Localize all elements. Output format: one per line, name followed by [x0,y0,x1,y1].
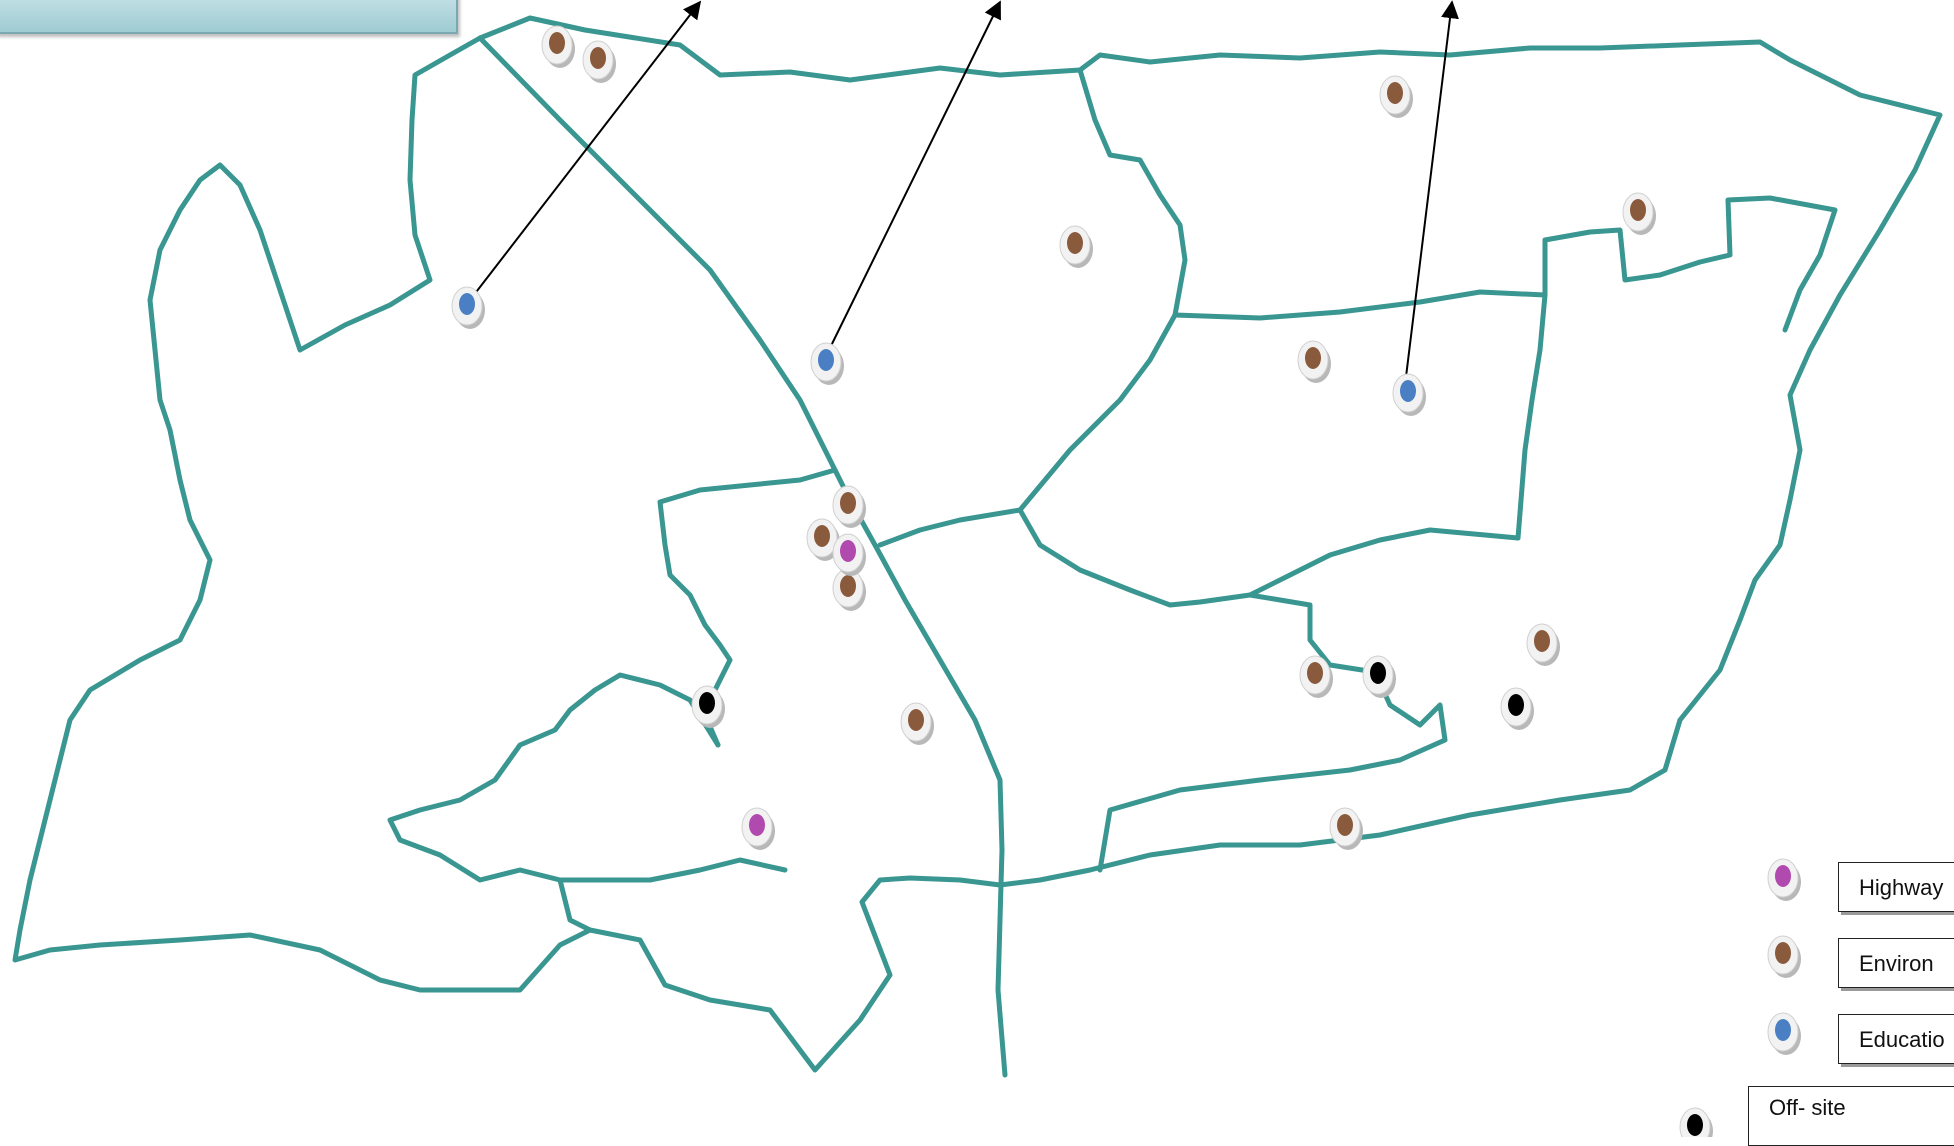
boundary-east-down [1515,292,1548,541]
map-marker-offsite [1362,655,1396,698]
boundary-south-west-2 [387,672,788,883]
boundary-south-west-3 [557,877,593,933]
map-marker-environment [1299,655,1333,698]
boundary-south-west-1 [657,467,838,748]
arrow-2 [827,0,1001,353]
map-marker-environment [900,702,934,745]
legend-icons [1679,858,1801,1137]
map-marker-highways [741,807,775,850]
legend-label-environment: Environ [1859,951,1934,976]
boundary-south-east-inner [1097,592,1448,873]
map-marker-environment [832,485,866,528]
map-title-box [0,0,458,34]
map-marker-environment [1526,623,1560,666]
boundary-diagonal [477,35,1008,1078]
legend-pin-highways [1767,858,1801,901]
map-marker-environment [1379,75,1413,118]
legend-pin-education [1767,1012,1801,1055]
boundary-center-east [877,312,1178,548]
markers-layer [451,25,1656,850]
legend-item-offsite: Off- site [1748,1086,1954,1146]
legend-label-offsite: Off- site [1769,1095,1846,1120]
map-marker-environment [582,40,616,83]
map-marker-offsite [1500,687,1534,730]
legend-pin-offsite [1679,1107,1713,1137]
legend-item-environment: Environ [1838,938,1954,988]
map-marker-offsite [691,685,725,728]
map-marker-education [1392,373,1426,416]
legend-label-education: Educatio [1859,1027,1945,1052]
legend-pin-environment [1767,935,1801,978]
boundary-center-south-east [1017,507,1521,608]
legend-item-highways: Highway [1838,862,1954,912]
arrow-1 [469,0,702,301]
map-marker-education [451,286,485,329]
legend-label-highways: Highway [1859,875,1944,900]
arrow-3 [1404,0,1459,386]
map-marker-environment [1622,192,1656,235]
legend-item-education: Educatio [1838,1014,1954,1064]
map-marker-environment [806,518,840,561]
boundary-north-1 [1077,67,1188,318]
map-marker-environment [1297,340,1331,383]
outer-boundary [12,15,1943,1073]
map-marker-education [810,342,844,385]
boundary-north-2 [1172,289,1548,321]
map-marker-environment [1329,807,1363,850]
map-marker-highways [832,533,866,576]
map-marker-environment [1059,225,1093,268]
boundary-east-loop [1542,195,1838,333]
map-marker-environment [541,25,575,68]
